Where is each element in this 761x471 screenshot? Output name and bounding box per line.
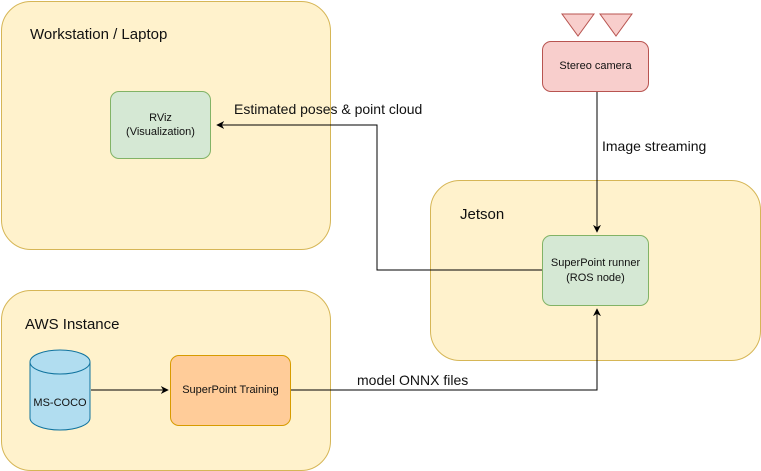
stereo-camera-node: Stereo camera	[542, 41, 649, 92]
edge-poses-label: Estimated poses & point cloud	[234, 101, 423, 117]
rviz-label: RViz (Visualization)	[126, 111, 195, 138]
edge-onnx-label: model ONNX files	[357, 372, 469, 388]
edge-image-streaming-label: Image streaming	[602, 138, 707, 154]
ms-coco-label: MS-COCO	[33, 397, 87, 409]
camera-lens-left-icon	[561, 13, 595, 37]
superpoint-runner-label: SuperPoint runner (ROS node)	[550, 257, 641, 284]
ms-coco-database-icon	[29, 349, 91, 431]
workstation-title: Workstation / Laptop	[30, 26, 168, 43]
aws-title: AWS Instance	[25, 316, 120, 333]
superpoint-runner-node: SuperPoint runner (ROS node)	[542, 235, 649, 306]
superpoint-training-label: SuperPoint Training	[182, 384, 279, 397]
superpoint-training-node: SuperPoint Training	[170, 355, 291, 426]
edge-onnx	[291, 308, 601, 391]
rviz-node: RViz (Visualization)	[110, 91, 211, 159]
jetson-title: Jetson	[460, 206, 505, 223]
edge-poses	[216, 121, 542, 271]
camera-lens-right-icon	[599, 13, 633, 37]
stereo-camera-label: Stereo camera	[559, 60, 632, 73]
